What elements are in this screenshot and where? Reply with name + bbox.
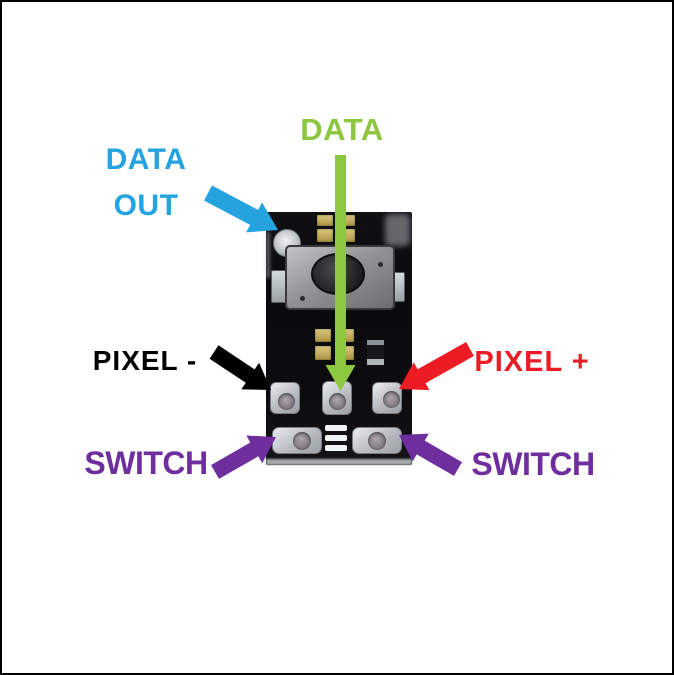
- switch-rivet: [378, 262, 383, 267]
- pad-hole: [383, 391, 400, 408]
- pixel-plus-label: PIXEL +: [474, 346, 590, 378]
- board-edge-glare: [266, 232, 270, 278]
- switch-terminal-pad: [317, 215, 333, 226]
- switch-terminal-pad: [315, 346, 331, 360]
- switch-terminal-pad: [339, 229, 355, 242]
- switch-terminal-pad: [338, 329, 354, 342]
- switch-terminal-pad: [339, 215, 355, 226]
- pad-hole: [278, 393, 295, 410]
- smd-cap: [367, 359, 384, 365]
- switch-rivet: [300, 296, 305, 301]
- data-out-label: DATA OUT: [106, 137, 187, 229]
- pad-hole: [368, 432, 386, 450]
- switch-marking-dash: [325, 435, 347, 441]
- board-corner-glare: [385, 214, 410, 246]
- switch-terminal-pad: [338, 346, 354, 360]
- pixel-minus-arrow: [209, 345, 271, 390]
- push-button: [311, 253, 365, 295]
- pcb-photo: [266, 212, 412, 465]
- switch-terminal-pad: [317, 229, 333, 242]
- switch-marking-dash: [325, 445, 347, 451]
- switch-terminal-pad: [315, 329, 331, 342]
- data-out-label-line1: DATA: [105, 143, 187, 176]
- pad-hole: [329, 393, 346, 410]
- smd-resistor: [367, 340, 384, 365]
- data-label: DATA: [300, 112, 384, 147]
- pixel-minus-label: PIXEL -: [92, 345, 198, 376]
- switch-left-label: SWITCH: [84, 445, 208, 481]
- switch-marking-dash: [325, 425, 347, 431]
- data-out-label-line2: OUT: [113, 189, 179, 222]
- smd-cap: [367, 340, 384, 345]
- board-bottom-edge: [266, 459, 412, 465]
- switch-right-label: SWITCH: [471, 446, 595, 482]
- pad-hole: [293, 432, 311, 450]
